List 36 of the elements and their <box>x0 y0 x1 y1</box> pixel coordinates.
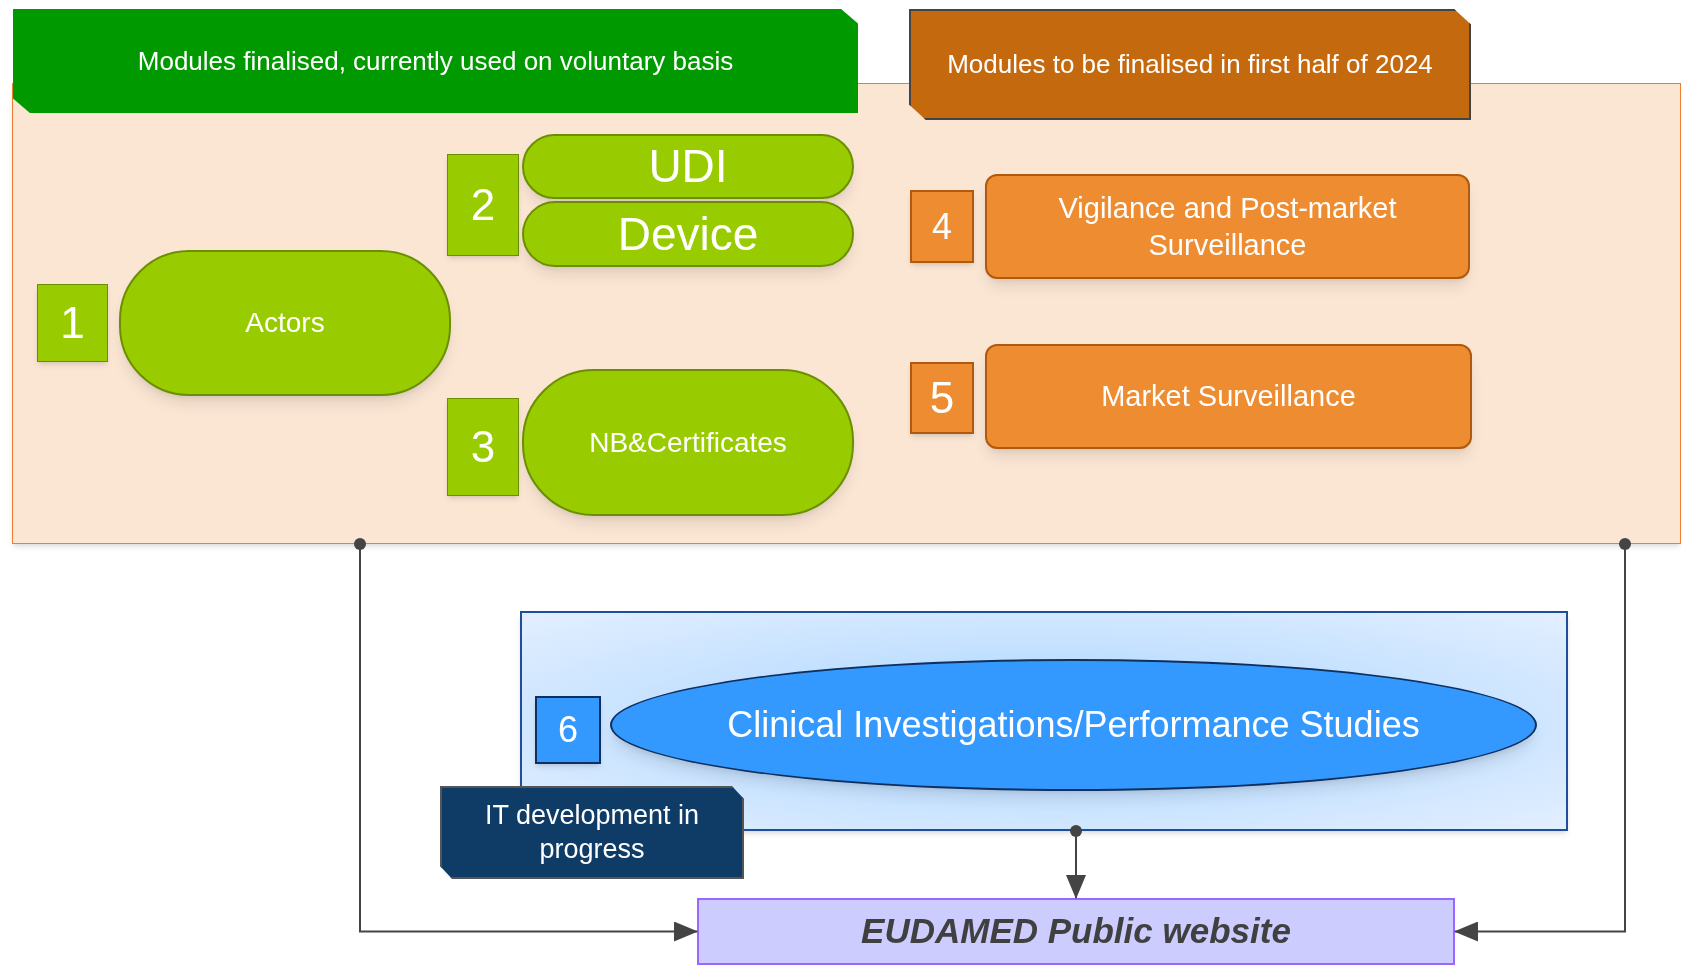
module-number <box>910 362 974 434</box>
node-text: 4 <box>931 204 953 249</box>
module-number <box>447 154 519 256</box>
module-pill <box>522 369 854 516</box>
node-text: Vigilance and Post-market Surveillance <box>1057 191 1398 263</box>
node-text: 1 <box>59 297 86 349</box>
node-text: Clinical Investigations/Performance Studies <box>726 703 1421 747</box>
node-text: Device <box>616 206 760 262</box>
section-banner <box>13 9 858 113</box>
connector-arrow <box>1454 538 1631 942</box>
module-number <box>37 284 108 362</box>
module-box <box>985 174 1470 279</box>
node-text: UDI <box>647 139 729 194</box>
module-number <box>447 398 519 496</box>
node-text: Actors <box>244 306 326 340</box>
node-text: Modules finalised, currently used on voluntary basis <box>136 44 735 78</box>
module-pill <box>522 201 854 267</box>
node-text: 3 <box>469 421 497 473</box>
module-area-panel <box>12 83 1681 544</box>
node-text: EUDAMED Public website <box>860 910 1292 953</box>
connector-arrow <box>1066 825 1086 899</box>
module-number <box>910 190 974 263</box>
module-number <box>535 696 601 764</box>
connector-arrow <box>354 538 698 942</box>
module-box <box>985 344 1472 449</box>
node-text: NB&Certificates <box>588 425 788 460</box>
node-text: Market Surveillance <box>1100 378 1357 414</box>
status-banner <box>440 786 744 879</box>
node-text: 6 <box>557 708 579 752</box>
section-banner <box>909 9 1471 120</box>
node-text: 2 <box>469 179 497 231</box>
website-box <box>697 898 1455 965</box>
node-text: 5 <box>928 372 956 424</box>
node-text: IT development in progress <box>483 798 701 866</box>
module-pill <box>522 134 854 199</box>
node-text: Modules to be finalised in first half of 2024 <box>946 48 1434 81</box>
